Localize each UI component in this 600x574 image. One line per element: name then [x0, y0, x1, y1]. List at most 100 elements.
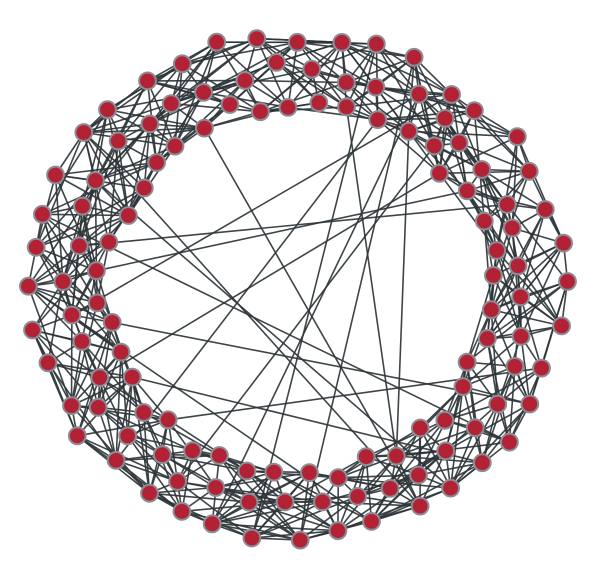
graph-node — [502, 218, 522, 238]
edge — [450, 94, 483, 170]
graph-node — [23, 320, 42, 340]
edge — [287, 42, 299, 108]
edge — [211, 93, 420, 525]
edge — [27, 285, 83, 343]
edge — [127, 123, 151, 216]
edge — [167, 367, 542, 421]
graph-node — [72, 332, 92, 351]
graph-node — [500, 432, 519, 452]
graph-node — [488, 394, 508, 414]
edge — [481, 366, 516, 463]
graph-node — [497, 195, 517, 214]
graph-node — [366, 77, 386, 97]
edge — [107, 108, 176, 147]
edge — [318, 42, 343, 103]
graph-node — [367, 34, 386, 54]
graph-node — [88, 398, 108, 417]
graph-node — [134, 403, 154, 422]
edge — [47, 281, 64, 363]
edge — [275, 61, 320, 104]
graph-node — [38, 353, 58, 373]
edge — [27, 205, 84, 287]
graph-node — [239, 492, 259, 512]
graph-node — [290, 530, 310, 550]
edge — [28, 285, 113, 324]
edge — [81, 206, 98, 271]
graph-node — [275, 492, 295, 512]
edge — [174, 79, 246, 147]
graph-node — [87, 293, 107, 313]
edge — [143, 411, 220, 457]
edge — [149, 486, 216, 494]
edge — [419, 450, 447, 507]
graph-node — [73, 196, 92, 216]
graph-node — [118, 426, 138, 446]
edge — [143, 123, 151, 189]
graph-node — [206, 478, 226, 497]
edge — [337, 427, 421, 479]
edge — [115, 352, 122, 461]
edge — [27, 285, 73, 406]
graph-node — [424, 136, 444, 156]
graph-node — [336, 73, 356, 92]
graph-node — [152, 445, 172, 465]
graph-node — [220, 95, 240, 114]
edge — [256, 38, 289, 108]
graph-node — [172, 54, 192, 74]
graph-node — [507, 127, 527, 147]
edge — [449, 386, 464, 489]
graph-node — [122, 367, 142, 387]
graph-node — [62, 305, 82, 325]
edge — [83, 102, 172, 134]
edge — [142, 412, 151, 494]
edge — [155, 91, 205, 163]
graph-node — [183, 441, 202, 461]
graph-node — [532, 358, 551, 378]
edge — [97, 406, 179, 483]
edge — [41, 109, 109, 215]
edge — [466, 190, 513, 229]
edge — [28, 285, 98, 304]
edge — [259, 41, 343, 113]
edge — [83, 63, 183, 134]
edge — [458, 142, 530, 173]
graph-node — [140, 114, 160, 134]
edge — [167, 419, 248, 472]
graph-node — [380, 479, 400, 498]
graph-node — [477, 329, 497, 348]
edge — [365, 419, 446, 458]
edge — [212, 523, 338, 532]
graph-node — [465, 101, 484, 120]
edge — [517, 265, 563, 327]
graph-node — [19, 276, 38, 296]
edge — [520, 242, 565, 337]
edge — [99, 172, 440, 379]
graph-node — [90, 368, 110, 388]
edge — [71, 93, 453, 316]
edge — [32, 329, 101, 379]
edge — [483, 221, 493, 310]
graph-node — [267, 53, 286, 72]
graph-node — [69, 236, 89, 256]
edge — [70, 322, 113, 406]
edge — [161, 453, 250, 503]
edge — [248, 501, 301, 541]
graph-node — [436, 441, 456, 461]
edge — [276, 41, 343, 64]
edge — [170, 41, 218, 105]
graph-node — [74, 123, 94, 142]
edge — [99, 376, 169, 421]
graph-node — [404, 47, 424, 67]
edge — [276, 61, 347, 108]
edge — [370, 474, 420, 522]
graph-node — [520, 394, 540, 414]
graph-node — [302, 59, 322, 79]
graph-node — [106, 451, 126, 470]
graph-node — [235, 71, 255, 90]
edge — [211, 501, 286, 525]
edge — [506, 204, 569, 282]
graph-node — [558, 272, 577, 291]
graph-node — [195, 118, 214, 138]
edge — [146, 80, 176, 147]
